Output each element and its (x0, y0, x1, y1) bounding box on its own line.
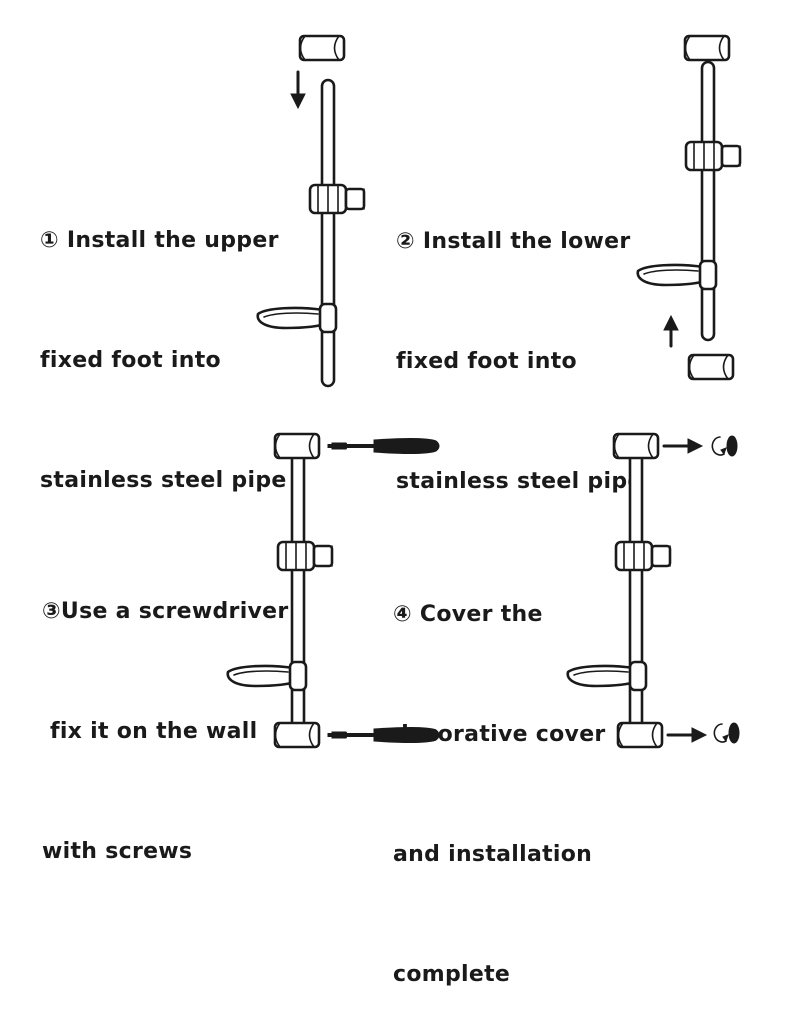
soap-holder (636, 259, 718, 291)
stainless-steel-pipe (700, 60, 716, 342)
down-arrow-icon (290, 70, 306, 110)
decorative-cover-icon (713, 722, 740, 744)
upper-fixed-foot (273, 432, 321, 460)
stainless-steel-pipe (628, 446, 644, 740)
shower-head-clamp (614, 540, 672, 572)
screwdriver-icon (343, 727, 440, 743)
shower-head-clamp (308, 183, 366, 215)
step-1-line-3: stainless steel pipe (40, 468, 287, 493)
lower-fixed-foot (616, 721, 664, 749)
step-3-line-1: ③Use a screwdriver (42, 599, 289, 624)
step-3-assembly (226, 432, 440, 749)
upper-fixed-foot (612, 432, 660, 460)
step-2-line-2: fixed foot into (396, 349, 577, 374)
step-2-instruction: ② Install the lower fixed foot into stai… (396, 142, 643, 542)
upper-fixed-foot (298, 34, 346, 62)
screwdriver-icon (343, 438, 440, 454)
step-1-instruction: ① Install the upper fixed foot into stai… (40, 141, 287, 541)
stainless-steel-pipe (320, 78, 336, 388)
step-4-line-4: complete (393, 962, 511, 987)
step-3-line-2: fix it on the wall (42, 719, 258, 744)
soap-holder (566, 660, 648, 692)
upper-fixed-foot (683, 34, 731, 62)
decorative-cover-icon (711, 435, 738, 457)
step-3-line-3: with screws (42, 839, 193, 864)
step-1-assembly (256, 34, 366, 388)
step-2-assembly (636, 34, 742, 381)
lower-fixed-foot (687, 353, 735, 381)
installation-diagram (226, 34, 742, 749)
step-1-line-1: ① Install the upper (40, 228, 279, 253)
right-arrow-icon (666, 727, 708, 743)
soap-holder (256, 302, 338, 334)
up-arrow-icon (663, 314, 679, 348)
step-4-line-3: and installation (393, 842, 593, 867)
soap-holder (226, 660, 308, 692)
step-2-line-1: ② Install the lower (396, 229, 631, 254)
shower-head-clamp (276, 540, 334, 572)
step-4-line-1: ④ Cover the (393, 602, 543, 627)
right-arrow-icon (662, 438, 704, 454)
step-1-line-2: fixed foot into (40, 348, 221, 373)
step-4-assembly (566, 432, 740, 749)
stainless-steel-pipe (290, 446, 306, 740)
shower-head-clamp (684, 140, 742, 172)
lower-fixed-foot (273, 721, 321, 749)
